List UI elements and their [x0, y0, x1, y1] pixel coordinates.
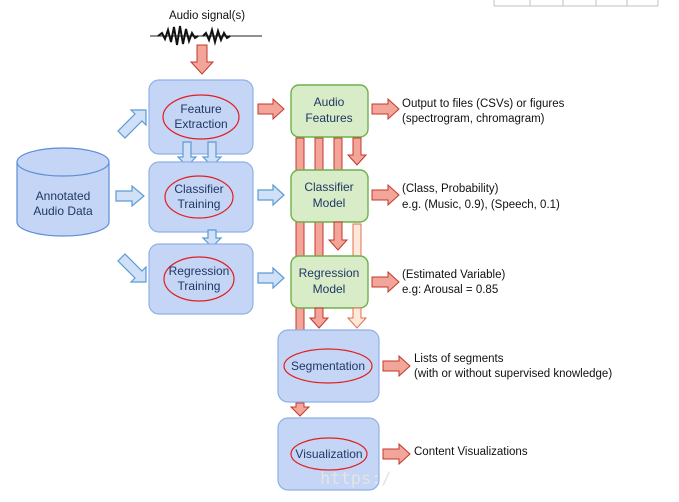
regression-training-line1: Regression [169, 264, 230, 278]
audio-features-output-line1: Output to files (CSVs) or figures [402, 98, 565, 110]
audio-features-line2: Features [305, 111, 352, 125]
segmentation-output-line1: Lists of segments [414, 353, 504, 365]
arrow-regression-training-to-model [257, 266, 285, 290]
arrow-regression-model-down-1 [308, 307, 330, 329]
visualization-box: Visualization [277, 417, 380, 491]
regression-model-line1: Regression [299, 266, 360, 280]
arrow-classifier-to-regression [201, 229, 223, 248]
arrow-audio-features-output [371, 97, 400, 121]
classifier-training-line2: Training [178, 197, 221, 211]
regression-output-line2: e.g: Arousal = 0.85 [402, 284, 498, 296]
audio-features-box: Audio Features [290, 84, 369, 138]
arrow-feature-to-audio-features [257, 97, 285, 121]
classifier-training-line1: Classifier [174, 182, 223, 196]
feature-extraction-box: Feature Extraction [148, 79, 254, 155]
annotated-audio-data-cylinder: Annotated Audio Data [16, 147, 110, 237]
annotated-label-line2: Audio Data [33, 204, 93, 218]
arrow-regression-model-down-2 [346, 307, 368, 329]
regression-output-line1: (Estimated Variable) [402, 269, 505, 281]
arrow-classifier-model-output [371, 183, 400, 207]
arrow-data-to-classifier [115, 184, 145, 208]
regression-training-line2: Training [178, 279, 221, 293]
visualization-label: Visualization [295, 447, 362, 461]
arrow-signal-to-feature [189, 44, 215, 75]
classifier-output-line1: (Class, Probability) [402, 183, 499, 195]
segmentation-output-line2: (with or without supervised knowledge) [414, 368, 612, 380]
arrow-to-visualization [289, 402, 311, 417]
partial-table [493, 0, 659, 7]
feature-extraction-line2: Extraction [174, 117, 227, 131]
audio-features-output-line2: (spectrogram, chromagram) [402, 113, 545, 125]
arrow-classifier-training-to-model [257, 183, 285, 207]
audio-features-line1: Audio [314, 95, 345, 109]
annotated-label-line1: Annotated [36, 189, 91, 203]
arrow-data-to-feature [117, 109, 147, 139]
classifier-output-line2: e.g. (Music, 0.9), (Speech, 0.1) [402, 199, 560, 211]
audio-signal-label: Audio signal(s) [169, 10, 245, 22]
classifier-training-box: Classifier Training [148, 161, 254, 233]
arrow-features-to-classifier-model [346, 137, 368, 166]
arrow-segmentation-output [382, 354, 411, 378]
regression-training-box: Regression Training [148, 243, 254, 315]
classifier-model-box: Classifier Model [290, 169, 369, 223]
visualization-output-line1: Content Visualizations [414, 446, 528, 458]
regression-model-line2: Model [313, 282, 346, 296]
watermark: https:/ [320, 469, 392, 489]
regression-model-box: Regression Model [290, 255, 369, 309]
arrow-regression-model-output [371, 270, 400, 294]
arrow-classifier-model-down [327, 221, 349, 251]
feature-extraction-line1: Feature [180, 102, 222, 116]
classifier-model-line2: Model [313, 196, 346, 210]
segmentation-label: Segmentation [291, 359, 365, 373]
classifier-model-line1: Classifier [304, 180, 353, 194]
waveform-icon [150, 25, 262, 46]
arrow-visualization-output [382, 442, 411, 466]
segmentation-box: Segmentation [277, 329, 380, 403]
arrow-data-to-regression [117, 253, 147, 283]
